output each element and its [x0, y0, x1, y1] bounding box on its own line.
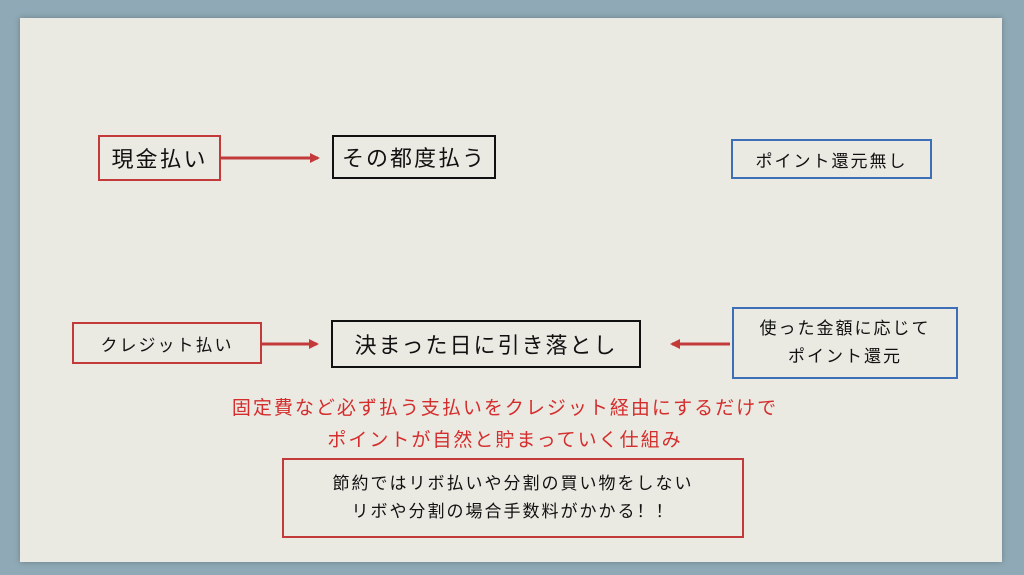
point-return-line1: 使った金額に応じて — [759, 319, 931, 339]
explanation-line1: 固定費など必ず払う支払いをクレジット経由にするだけで — [231, 397, 779, 419]
warning-line2: リボや分割の場合手数料がかかる！！ — [351, 502, 675, 522]
no-point-return-box: ポイント還元無し — [731, 139, 932, 179]
warning-box: 節約ではリボ払いや分割の買い物をしない リボや分割の場合手数料がかかる！！ — [282, 458, 744, 538]
cash-payment-label: 現金払い — [111, 148, 208, 173]
auto-debit-label: 決まった日に引き落とし — [354, 334, 618, 359]
cash-payment-box: 現金払い — [98, 135, 221, 181]
pay-each-time-label: その都度払う — [341, 147, 486, 172]
point-return-line2: ポイント還元 — [788, 347, 902, 367]
credit-payment-label: クレジット払い — [100, 335, 234, 356]
credit-payment-box: クレジット払い — [72, 322, 262, 364]
explanation-line2: ポイントが自然と貯まっていく仕組み — [327, 429, 683, 451]
auto-debit-box: 決まった日に引き落とし — [331, 320, 641, 368]
warning-line1: 節約ではリボ払いや分割の買い物をしない — [332, 474, 694, 494]
no-point-return-label: ポイント還元無し — [755, 151, 908, 172]
pay-each-time-box: その都度払う — [332, 135, 496, 179]
point-return-box: 使った金額に応じて ポイント還元 — [732, 307, 958, 379]
